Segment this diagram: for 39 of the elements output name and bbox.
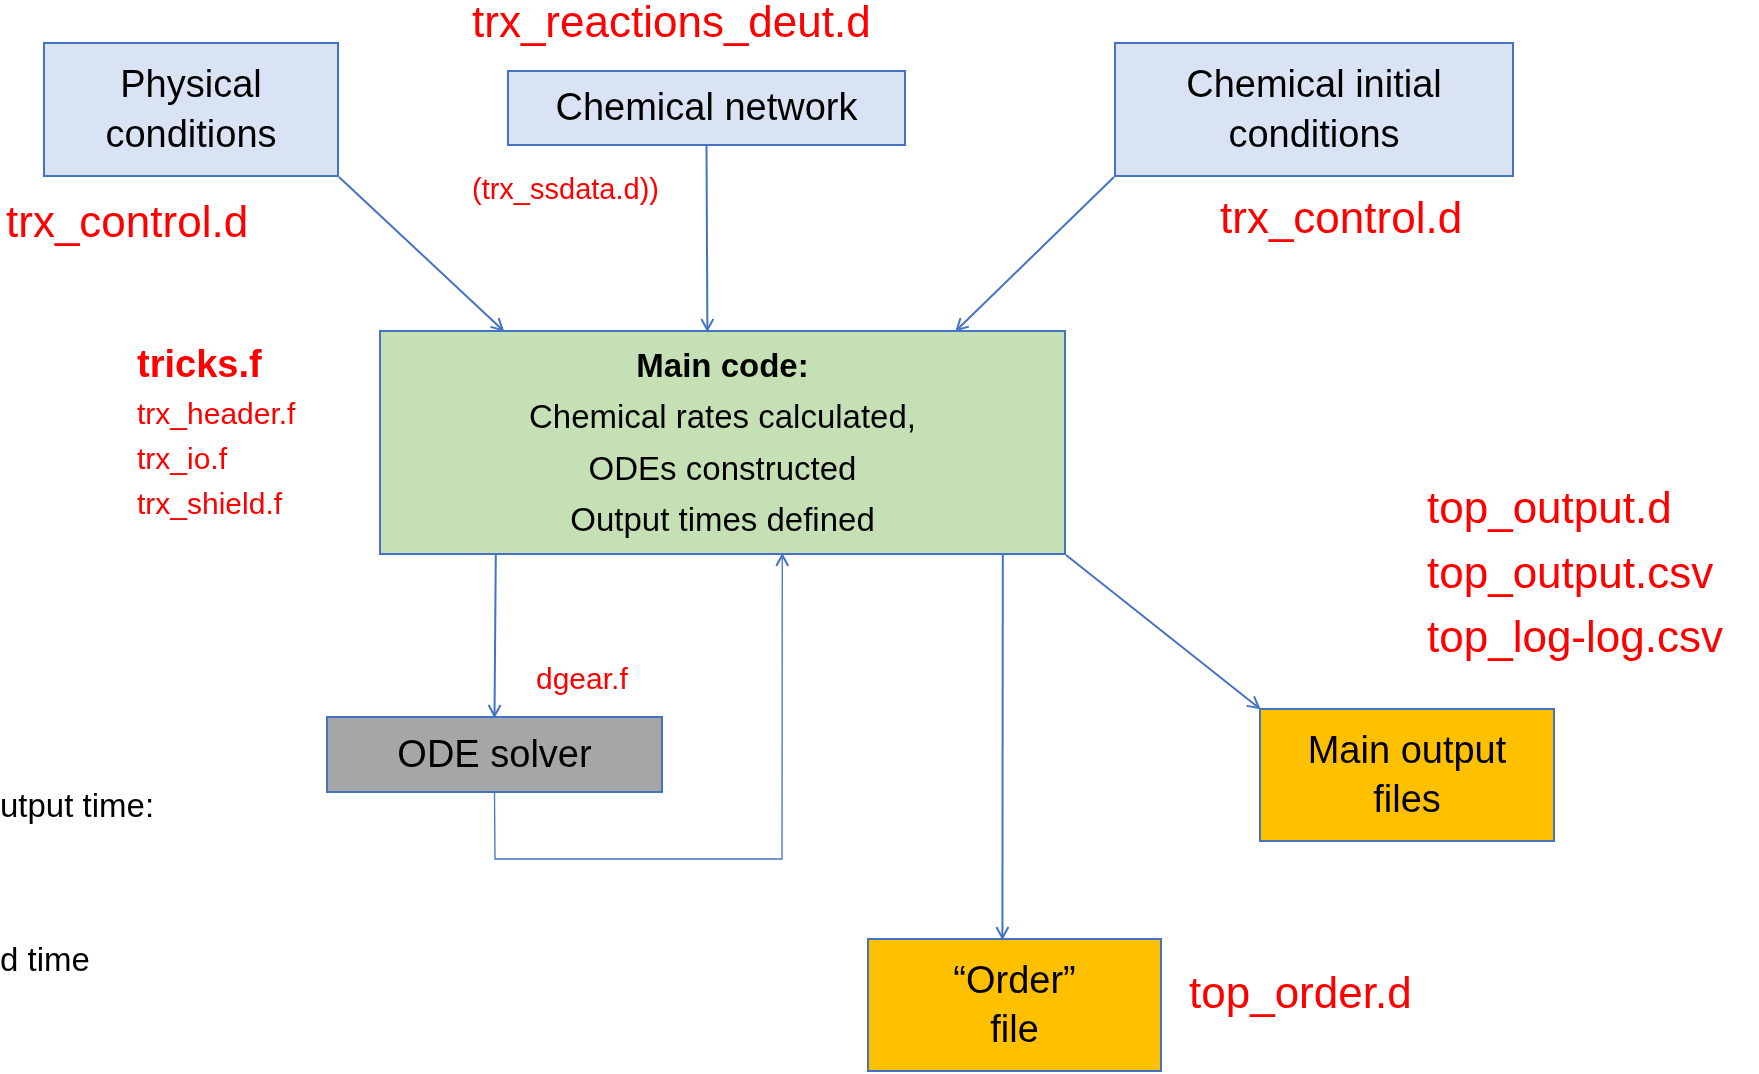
output-box — [1259, 708, 1555, 842]
file-label: tricks.f — [137, 345, 262, 383]
arrow — [487, 554, 502, 717]
file-label: trx_shield.f — [137, 489, 283, 519]
file-label: trx_io.f — [137, 444, 228, 474]
file-label: utput time: — [0, 789, 155, 822]
file-label: top_output.d — [1427, 486, 1672, 530]
file-label: top_order.d — [1189, 971, 1412, 1015]
arrow — [338, 176, 504, 331]
arrow — [700, 145, 715, 331]
output-box — [867, 938, 1162, 1072]
file-label: trx_reactions_deut.d — [472, 0, 871, 44]
arrow — [1065, 554, 1260, 709]
box-text: Chemical rates calculated, — [528, 397, 917, 438]
box-text: Chemical network — [554, 85, 859, 131]
input-box — [507, 70, 906, 146]
arrow — [995, 554, 1010, 939]
box-text: ODEs constructed — [587, 448, 858, 489]
file-label: (trx_ssdata.d)) — [472, 175, 659, 204]
box-text: “Order” file — [952, 957, 1077, 1052]
box-text: Main output files — [1306, 727, 1508, 822]
file-label: top_output.csv — [1427, 551, 1714, 595]
file-label: trx_header.f — [137, 399, 296, 429]
box-text: ODE solver — [396, 731, 593, 777]
input-box — [1114, 42, 1514, 177]
input-box — [43, 42, 339, 177]
file-label: dgear.f — [536, 664, 628, 694]
box-text: Output times defined — [569, 499, 876, 540]
box-text: Physical conditions — [104, 62, 278, 157]
file-label: top_log-log.csv — [1427, 615, 1723, 659]
file-label: d time — [0, 943, 90, 976]
file-label: trx_control.d — [6, 200, 249, 244]
solver-box — [326, 716, 663, 793]
arrow — [493, 554, 790, 860]
box-heading: Main code: — [635, 346, 810, 387]
file-label: trx_control.d — [1220, 196, 1463, 240]
box-text: Chemical initial conditions — [1185, 62, 1443, 157]
arrow — [955, 176, 1115, 331]
process-box — [379, 330, 1066, 555]
